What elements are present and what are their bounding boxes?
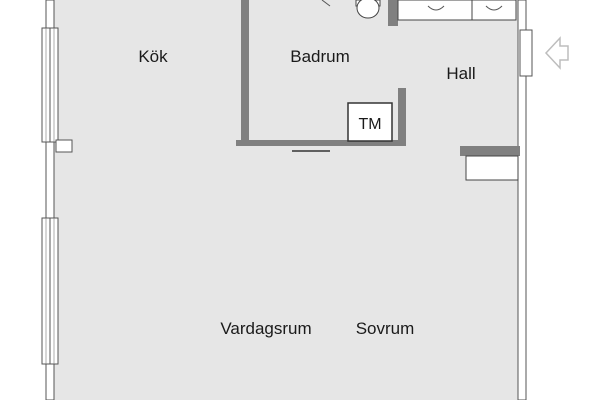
room-label-vardagsrum: Vardagsrum	[220, 319, 311, 338]
window-lower	[41, 217, 59, 365]
entrance-arrow-icon	[544, 36, 569, 70]
floor-area	[54, 0, 526, 400]
washing-machine-box: TM	[347, 102, 393, 142]
room-label-badrum: Badrum	[290, 47, 350, 66]
toilet-icon	[355, 0, 381, 19]
bathroom-fixture-mark	[321, 0, 331, 7]
left-exterior-wall	[41, 0, 73, 400]
room-label-kok: Kök	[138, 47, 168, 66]
right-exterior-wall	[517, 0, 533, 400]
hall-partition	[460, 146, 520, 181]
room-label-sovrum: Sovrum	[356, 319, 415, 338]
room-label-hall: Hall	[446, 64, 475, 83]
window-upper	[41, 27, 59, 143]
bathroom-walls	[236, 0, 406, 146]
tm-label: TM	[358, 116, 381, 133]
hall-cabinets	[397, 0, 517, 21]
